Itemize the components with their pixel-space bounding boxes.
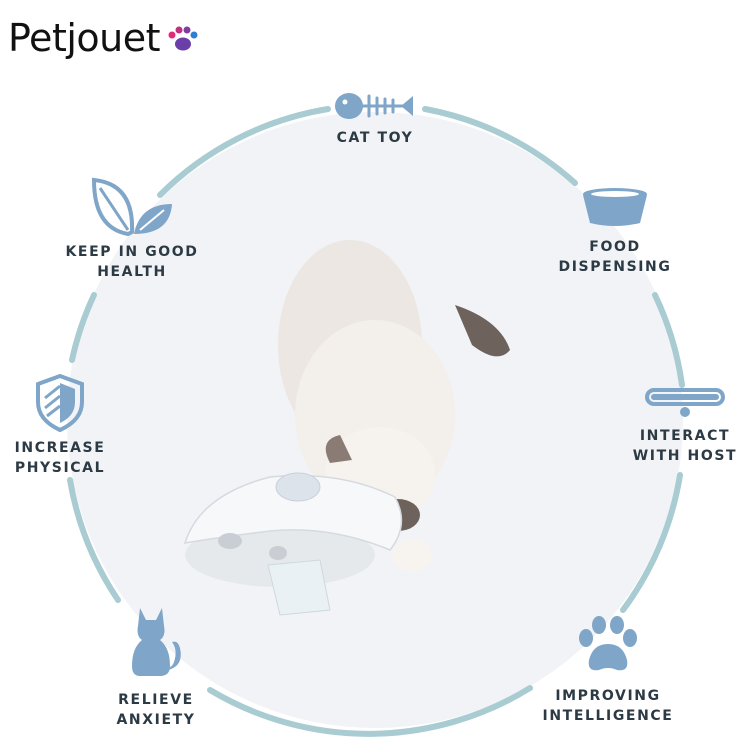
collar-icon [645,388,725,417]
feature-increase-physical-label: INCREASE PHYSICAL [14,440,106,476]
feature-interact-with-host-label: INTERACT WITH HOST [632,428,738,464]
brand-name: Petjouet [8,16,161,60]
cat-with-toy-photo [183,240,510,616]
feature-interact-with-host: INTERACT WITH HOST [626,380,744,466]
feature-keep-in-good-health-label: KEEP IN GOOD HEALTH [65,244,199,280]
feature-food-dispensing: FOOD DISPENSING [545,185,685,277]
feature-relieve-anxiety-label: RELIEVE ANXIETY [116,692,196,728]
paw-logo-icon [168,26,198,51]
food-bowl-icon [583,188,647,226]
paw-print-icon [579,616,637,671]
feature-food-dispensing-label: FOOD DISPENSING [558,239,672,275]
leaves-icon [91,177,172,237]
feature-improving-intelligence: IMPROVING INTELLIGENCE [538,616,678,726]
feature-improving-intelligence-label: IMPROVING INTELLIGENCE [542,688,674,724]
feature-relieve-anxiety: RELIEVE ANXIETY [90,606,222,730]
feature-cat-toy: CAT TOY [312,88,438,148]
feature-keep-in-good-health: KEEP IN GOOD HEALTH [54,174,210,282]
feature-increase-physical: INCREASE PHYSICAL [4,374,116,478]
fish-bone-icon [335,93,413,119]
sitting-cat-icon [132,608,181,676]
brand-logo: Petjouet [8,14,204,62]
shield-icon [36,374,84,432]
feature-cat-toy-label: CAT TOY [336,130,414,146]
